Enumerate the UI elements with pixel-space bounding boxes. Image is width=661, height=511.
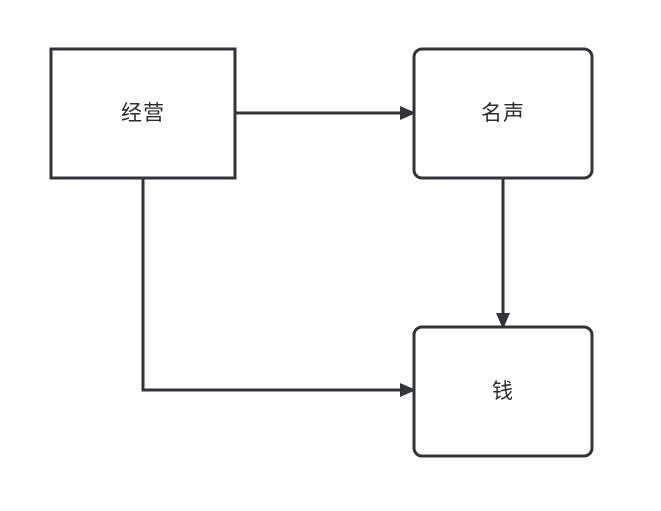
node-jingying-label: 经营: [121, 101, 165, 125]
node-qian-label: 钱: [492, 379, 514, 403]
node-mingsheng-label: 名声: [481, 101, 525, 125]
node-qian-box: [412, 325, 594, 458]
node-jingying-box: [49, 47, 237, 180]
edge-mingsheng-to-qian[interactable]: [496, 178, 510, 329]
edge-jingying-to-qian[interactable]: [141, 178, 416, 397]
edge-jingying-to-mingsheng[interactable]: [235, 106, 416, 120]
node-mingsheng-box: [412, 47, 594, 180]
node-jingying[interactable]: 经营: [49, 47, 237, 180]
node-qian[interactable]: 钱: [412, 325, 594, 458]
arrow-head-icon: [400, 106, 416, 120]
edge-line: [141, 178, 400, 392]
node-mingsheng[interactable]: 名声: [412, 47, 594, 180]
arrow-head-icon: [400, 383, 416, 397]
arrow-head-icon: [496, 313, 510, 329]
